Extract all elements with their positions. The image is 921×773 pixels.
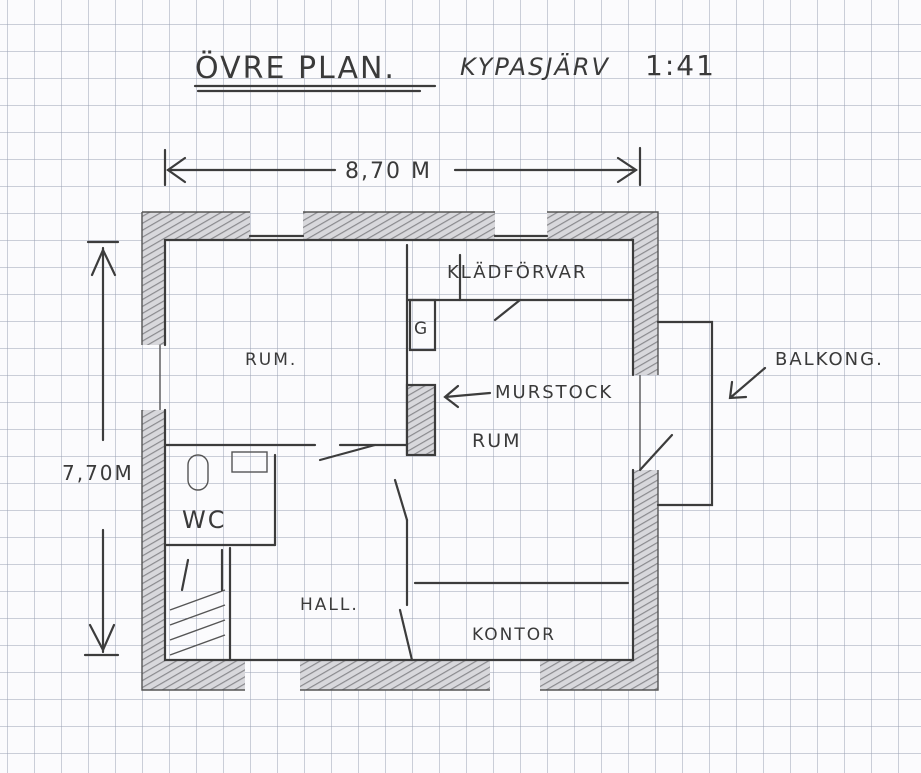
door-swing (493, 298, 522, 322)
width-dimension: 8,70 M (163, 146, 642, 187)
exterior-walls (141, 211, 674, 691)
interior-walls (163, 243, 635, 662)
room-label-murstock: MURSTOCK (495, 382, 613, 403)
title: ÖVRE PLAN. KYPASJÄRV 1:41 (193, 49, 716, 93)
murstock-chimney (405, 383, 437, 457)
door-swing (318, 443, 377, 462)
arrow-up-icon (90, 247, 117, 277)
staircase (169, 546, 232, 662)
room-label-kontor: KONTOR (472, 625, 556, 645)
title-main: ÖVRE PLAN. (195, 50, 396, 86)
room-label-rum-left: RUM. (245, 350, 297, 370)
g-box (408, 298, 437, 352)
title-scale: 1:41 (645, 49, 716, 82)
murstock-arrow-icon (443, 384, 492, 409)
room-label-rum-right: RUM (472, 430, 522, 452)
door-swing (398, 608, 414, 662)
sink-icon (231, 451, 268, 473)
room-label-hall: HALL. (300, 595, 359, 615)
title-place: KYPASJÄRV (460, 52, 610, 81)
arrow-right-icon (616, 156, 638, 184)
toilet-icon (187, 454, 209, 491)
room-label-g: G (414, 319, 429, 339)
balkong-arrow-icon (728, 366, 767, 400)
height-dimension: 7,70M (62, 240, 134, 657)
room-label-wc: WC (182, 506, 227, 534)
door-swing (393, 478, 409, 522)
label-balkong: BALKONG. (775, 349, 884, 370)
width-label: 8,70 M (345, 159, 432, 184)
room-label-kladforvar: KLÄDFÖRVAR (447, 261, 587, 283)
stair-arrow-icon (180, 558, 190, 592)
height-label: 7,70M (62, 461, 134, 485)
arrow-down-icon (88, 623, 116, 653)
balcony (656, 320, 714, 507)
arrow-left-icon (166, 156, 187, 184)
